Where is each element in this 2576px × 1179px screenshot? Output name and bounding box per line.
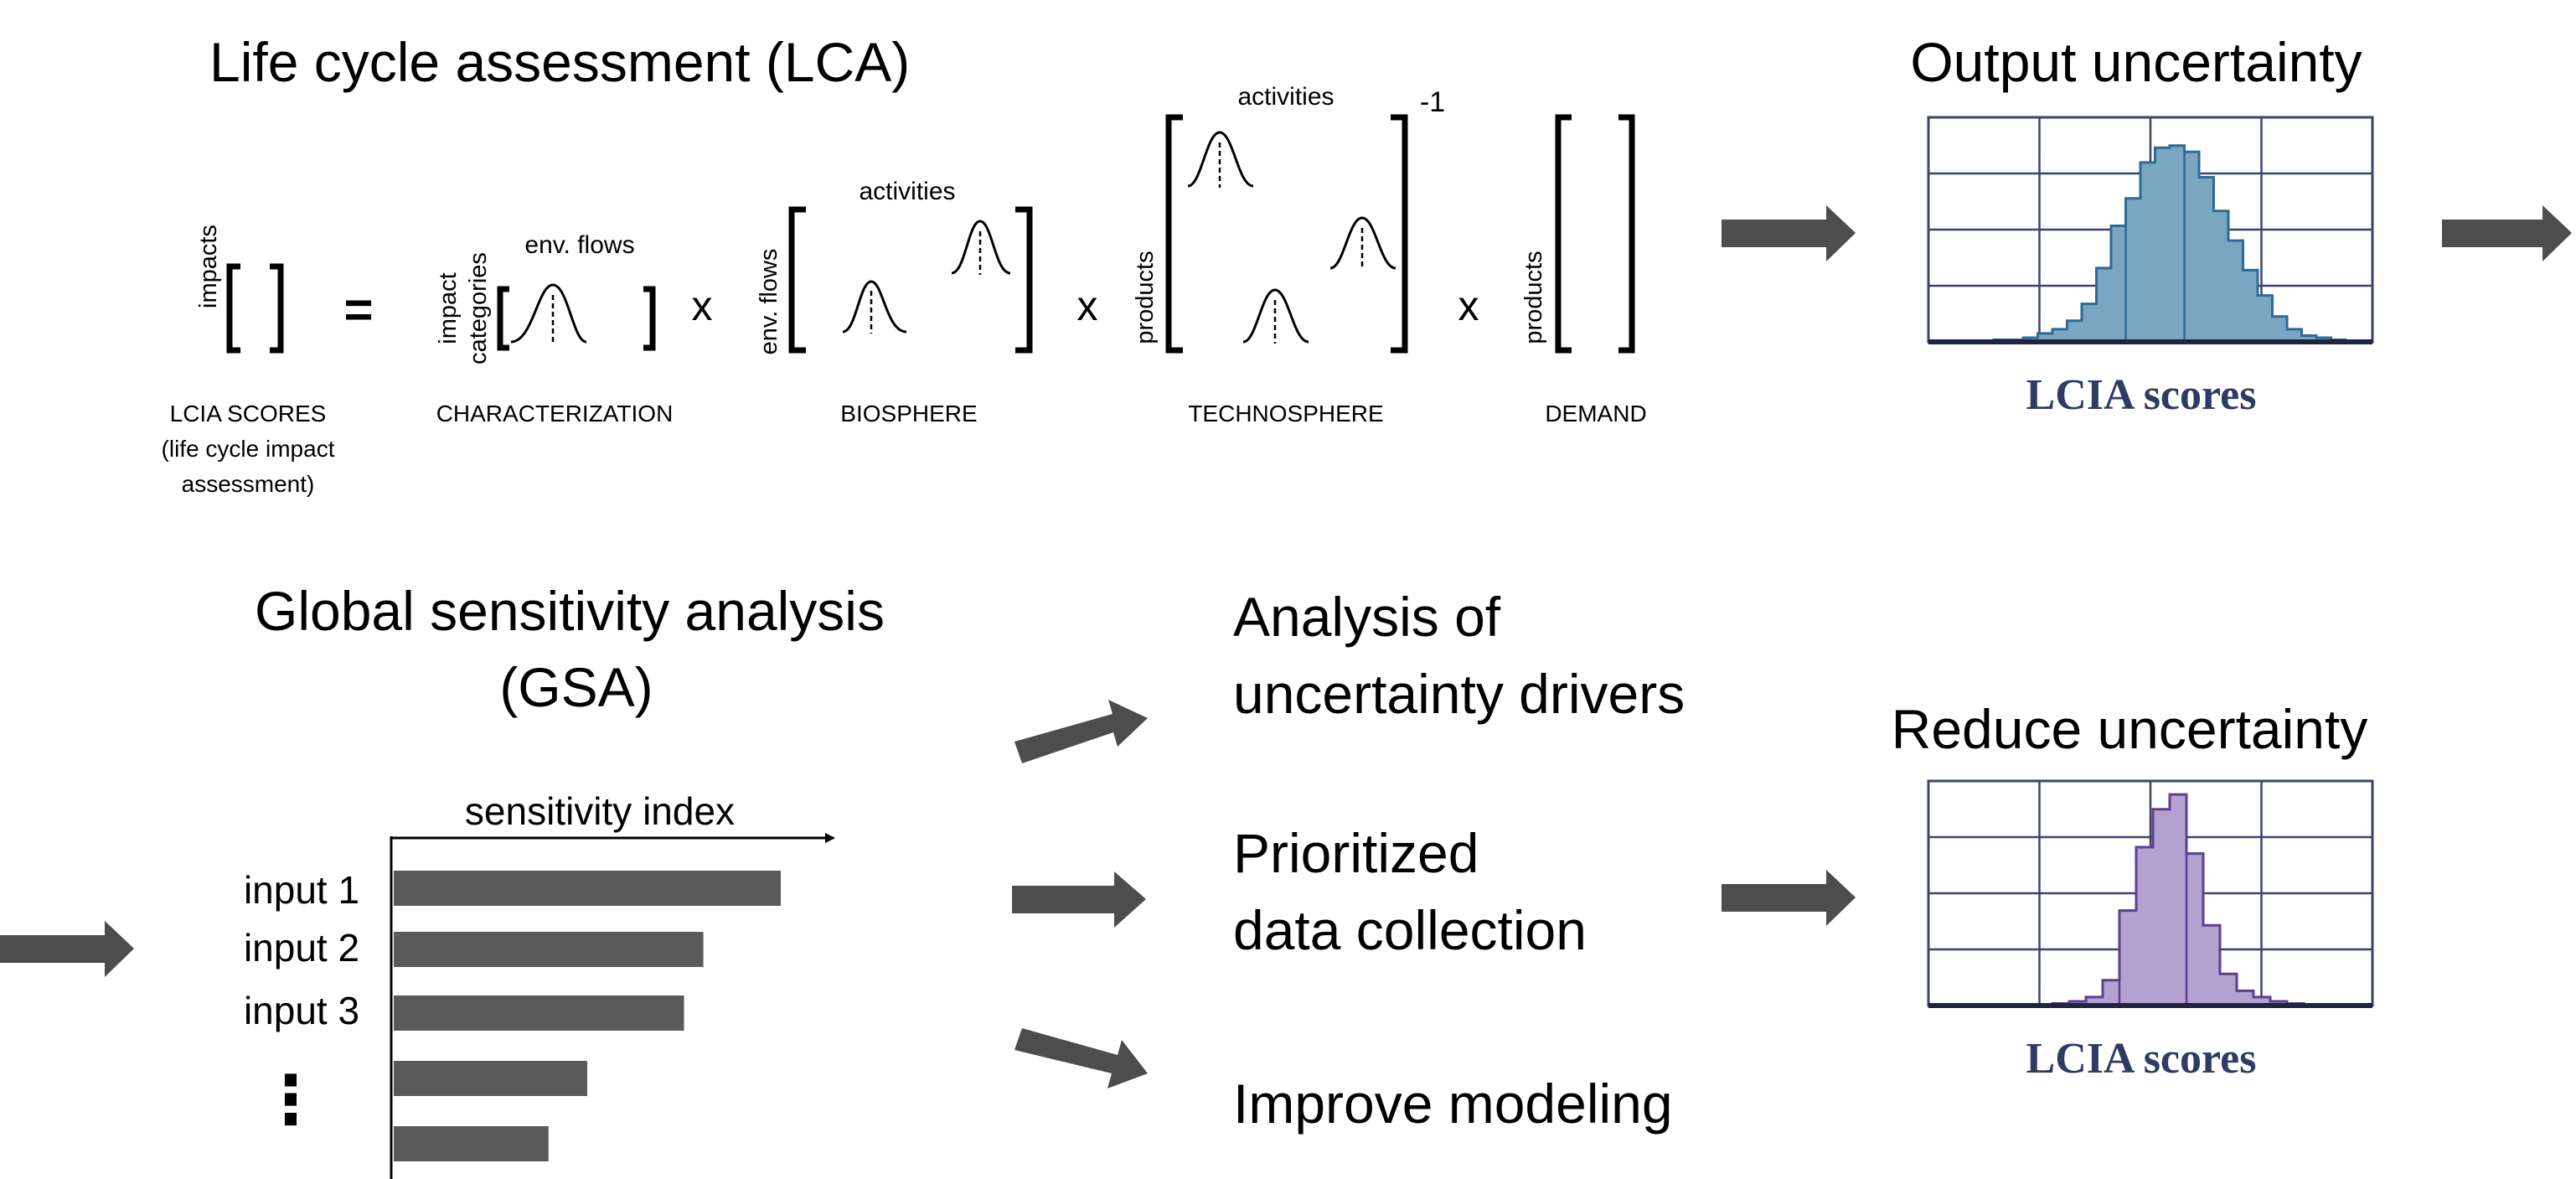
gsa-bar-5 <box>394 1126 549 1161</box>
histogram-bars <box>1928 144 2372 344</box>
gsa-title-line-2: (GSA) <box>499 656 653 718</box>
technosphere-caption: TECHNOSPHERE <box>1188 401 1383 427</box>
distribution-icon <box>951 220 1011 275</box>
arrow-to-reduce-uncertainty <box>1722 870 1856 926</box>
arrow-into-gsa <box>0 921 134 977</box>
outcome-2-line-1: Prioritized <box>1233 822 1479 884</box>
arrow-gsa-to-modeling <box>1014 1028 1148 1089</box>
gsa-axis-label: sensitivity index <box>465 789 735 833</box>
outcome-1-line-1: Analysis of <box>1233 586 1501 648</box>
arrow-output-to-gsa <box>2442 205 2572 261</box>
times-sign-2: x <box>1077 282 1098 329</box>
gsa-ellipsis: ⋮ <box>257 1063 324 1137</box>
technosphere-matrix: products activities -1 <box>1132 83 1445 354</box>
outcomes-list: Analysis of uncertainty driversPrioritize… <box>1233 586 1685 1135</box>
histogram-bars <box>1928 793 2372 1007</box>
biosphere-caption: BIOSPHERE <box>840 401 977 427</box>
demand-vector: products <box>1520 114 1635 354</box>
gsa-input-label-2: input 2 <box>244 926 359 970</box>
characterization-caption: CHARACTERIZATION <box>436 401 674 427</box>
gsa-bar-2 <box>394 932 704 967</box>
inverse-exponent: -1 <box>1420 86 1445 118</box>
impacts-caption-3: assessment) <box>182 471 315 497</box>
distribution-icon <box>842 280 907 334</box>
reduced-histogram <box>1927 779 2374 1008</box>
demand-row-label: products <box>1520 251 1547 344</box>
characterization-col-label: env. flows <box>524 231 634 259</box>
gsa-bar-1 <box>394 871 781 906</box>
distribution-icon <box>1329 216 1396 270</box>
characterization-matrix: impact categories env. flows <box>435 231 656 365</box>
outcome-2-line-2: data collection <box>1233 899 1587 961</box>
equals-sign: = <box>343 282 373 338</box>
biosphere-matrix: env. flows activities <box>756 178 1033 355</box>
gsa-input-label-1: input 1 <box>244 868 359 912</box>
arrow-gsa-to-drivers <box>1014 700 1148 763</box>
impacts-vector: impacts <box>195 225 284 354</box>
gsa-bar-3 <box>394 995 684 1031</box>
technosphere-col-label: activities <box>1237 83 1334 111</box>
impacts-caption-2: (life cycle impact <box>162 436 335 462</box>
technosphere-row-label: products <box>1132 251 1159 344</box>
distribution-icon <box>510 283 587 344</box>
gsa-bar-4 <box>394 1061 587 1096</box>
impacts-caption-1: LCIA SCORES <box>170 401 327 427</box>
characterization-row-label-2: categories <box>465 252 492 365</box>
gsa-input-label-3: input 3 <box>244 989 359 1032</box>
arrow-lca-to-output <box>1722 205 1856 261</box>
distribution-icon <box>1242 288 1309 344</box>
demand-caption: DEMAND <box>1545 401 1646 427</box>
biosphere-col-label: activities <box>859 178 955 205</box>
gsa-title-line-1: Global sensitivity analysis <box>255 580 885 642</box>
biosphere-row-label: env. flows <box>756 249 782 355</box>
reduced-histogram-label: LCIA scores <box>2026 1035 2257 1083</box>
outcome-1-line-2: uncertainty drivers <box>1233 663 1685 725</box>
characterization-row-label-1: impact <box>435 272 462 344</box>
output-histogram <box>1927 116 2374 344</box>
output-uncertainty-title: Output uncertainty <box>1910 31 2362 93</box>
reduce-uncertainty-title: Reduce uncertainty <box>1892 698 2368 760</box>
times-sign-1: x <box>692 282 713 329</box>
outcome-3-line-1: Improve modeling <box>1233 1073 1673 1135</box>
arrow-gsa-to-data-collection <box>1012 871 1146 928</box>
gsa-bar-chart <box>394 871 781 1161</box>
impacts-row-label: impacts <box>195 225 222 308</box>
distribution-icon <box>1187 131 1254 188</box>
output-histogram-label: LCIA scores <box>2026 371 2257 419</box>
lca-title: Life cycle assessment (LCA) <box>209 31 910 93</box>
times-sign-3: x <box>1458 282 1479 329</box>
